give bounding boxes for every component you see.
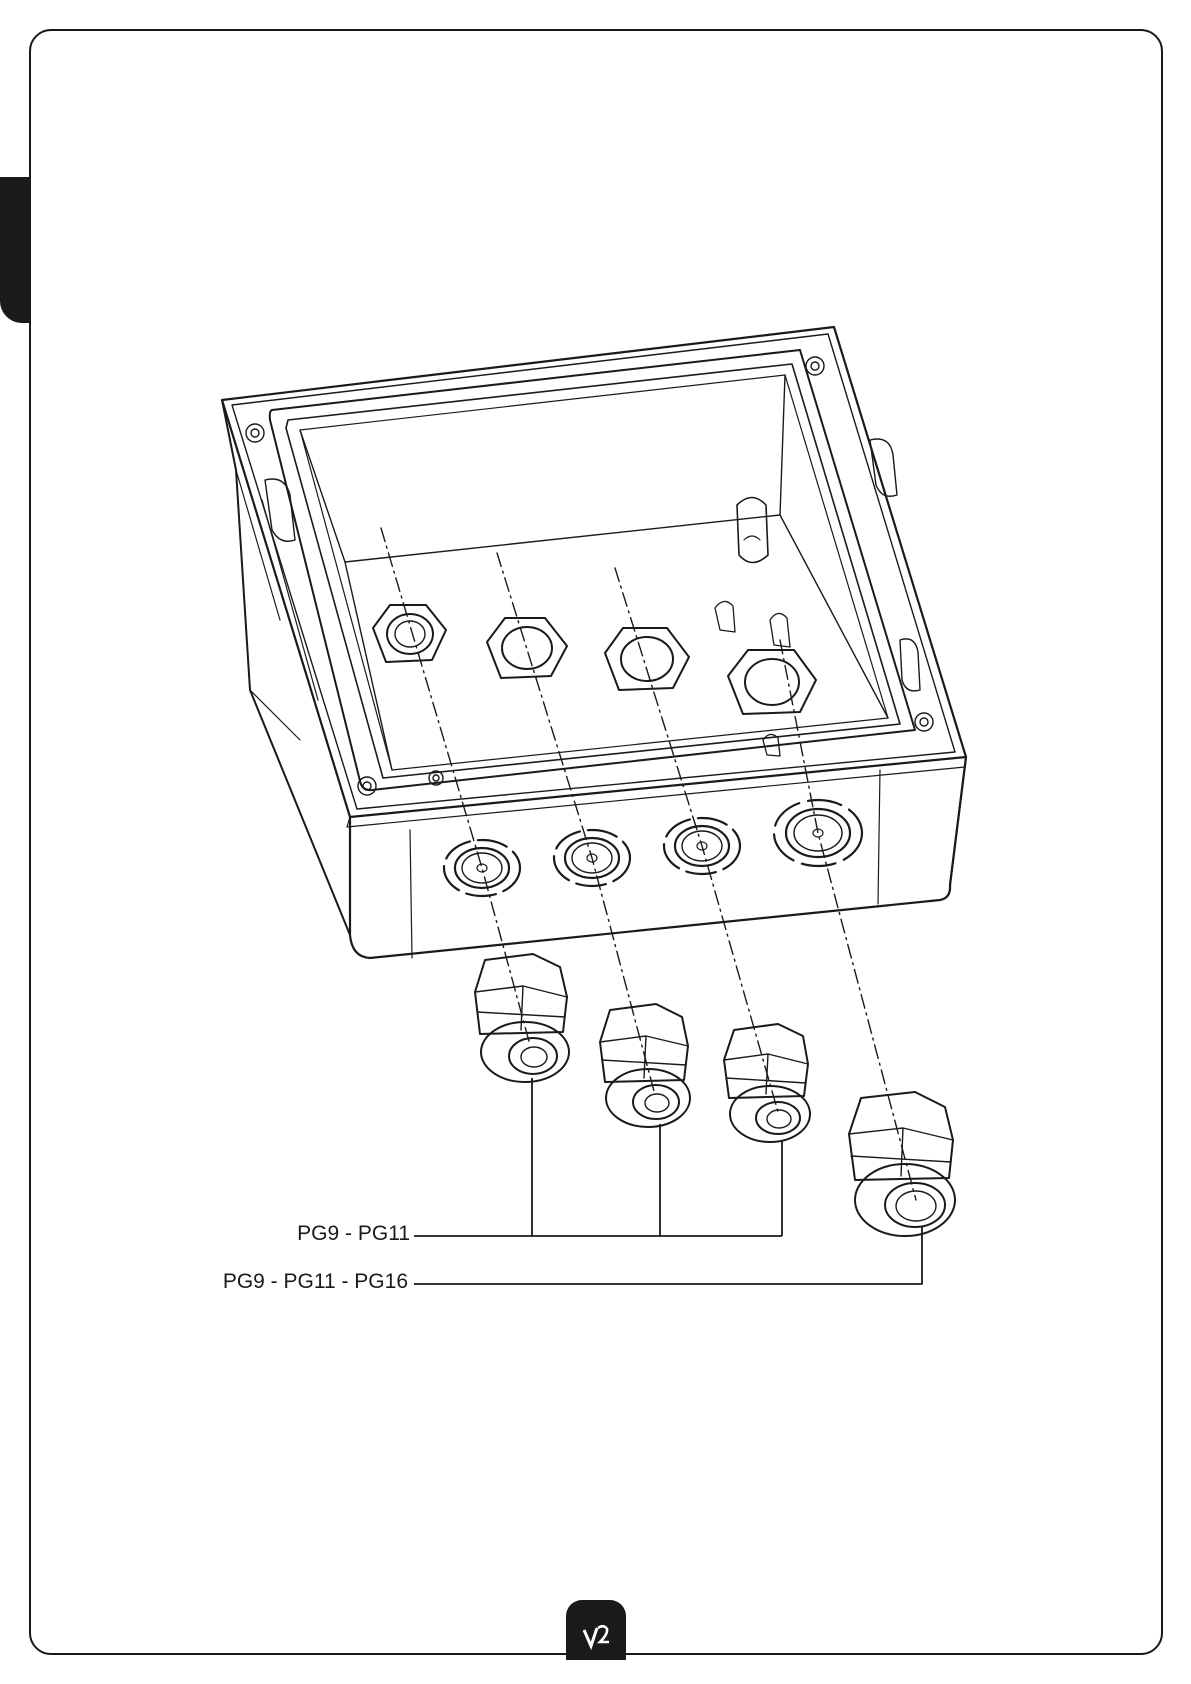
cable-gland <box>475 954 569 1082</box>
knockout-hole <box>774 800 862 866</box>
cable-gland <box>849 1092 955 1236</box>
corner-screws <box>246 357 933 795</box>
callout-label-pg9-pg11-pg16: PG9 - PG11 - PG16 <box>223 1270 408 1294</box>
cable-gland <box>724 1024 810 1142</box>
leader-line-2 <box>414 1226 922 1284</box>
lock-nut <box>728 650 816 714</box>
cable-glands <box>475 954 955 1236</box>
callout-label-pg9-pg11: PG9 - PG11 <box>297 1222 410 1246</box>
knockout-hole <box>444 840 520 896</box>
lock-nut <box>487 618 567 678</box>
cable-gland <box>600 1004 690 1127</box>
leader-line-1 <box>414 1078 782 1236</box>
knockout-holes <box>444 800 862 896</box>
lock-nuts <box>373 605 816 714</box>
leader-lines <box>414 1078 922 1284</box>
footer-tab <box>566 1600 626 1660</box>
gasket-groove <box>270 350 915 790</box>
lock-nut <box>373 605 446 662</box>
lock-nut <box>605 628 689 690</box>
v2-logo <box>566 1600 626 1660</box>
cable-post <box>737 498 768 563</box>
